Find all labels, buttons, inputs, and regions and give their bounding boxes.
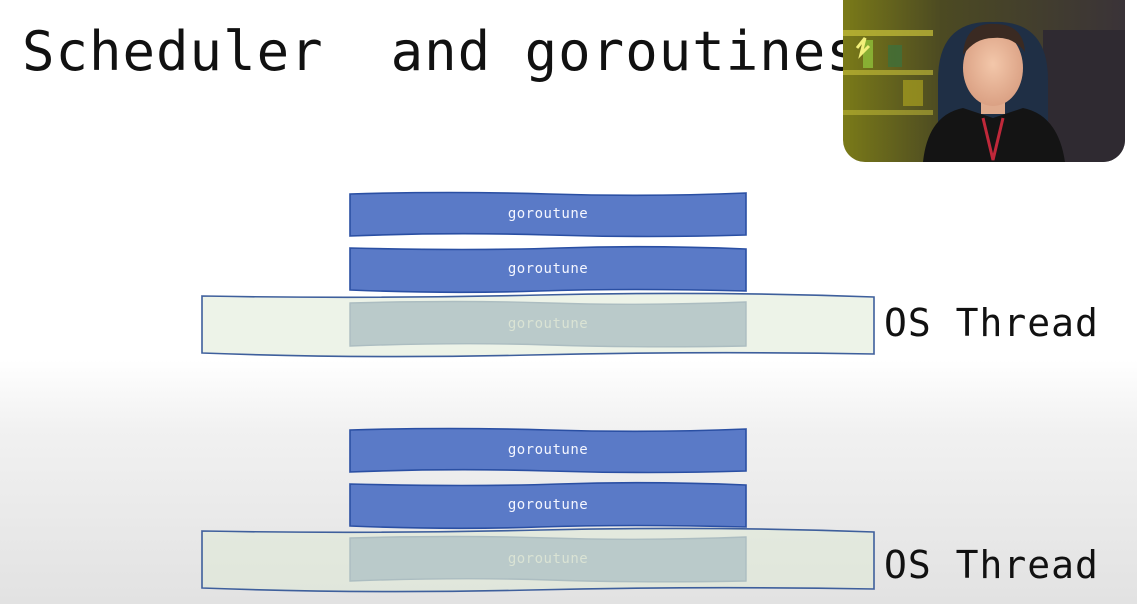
- goroutine-box: goroutune: [349, 245, 747, 294]
- goroutine-box: goroutune: [349, 481, 747, 530]
- os-thread-label: OS Thread: [884, 301, 1099, 345]
- os-thread-label: OS Thread: [884, 543, 1099, 587]
- goroutine-label: goroutune: [507, 497, 589, 513]
- goroutine-box: goroutune: [349, 427, 747, 474]
- goroutine-label: goroutune: [507, 442, 589, 458]
- goroutine-box: goroutune: [349, 191, 747, 238]
- slide-title: Scheduler and goroutines: [22, 20, 860, 83]
- presenter-video-frame: [843, 0, 1125, 162]
- goroutine-label: goroutune: [507, 261, 589, 277]
- os-thread-box: [201, 292, 875, 358]
- os-thread-box: [201, 527, 875, 593]
- webcam-video-overlay: [843, 0, 1125, 162]
- goroutine-label: goroutune: [507, 206, 589, 222]
